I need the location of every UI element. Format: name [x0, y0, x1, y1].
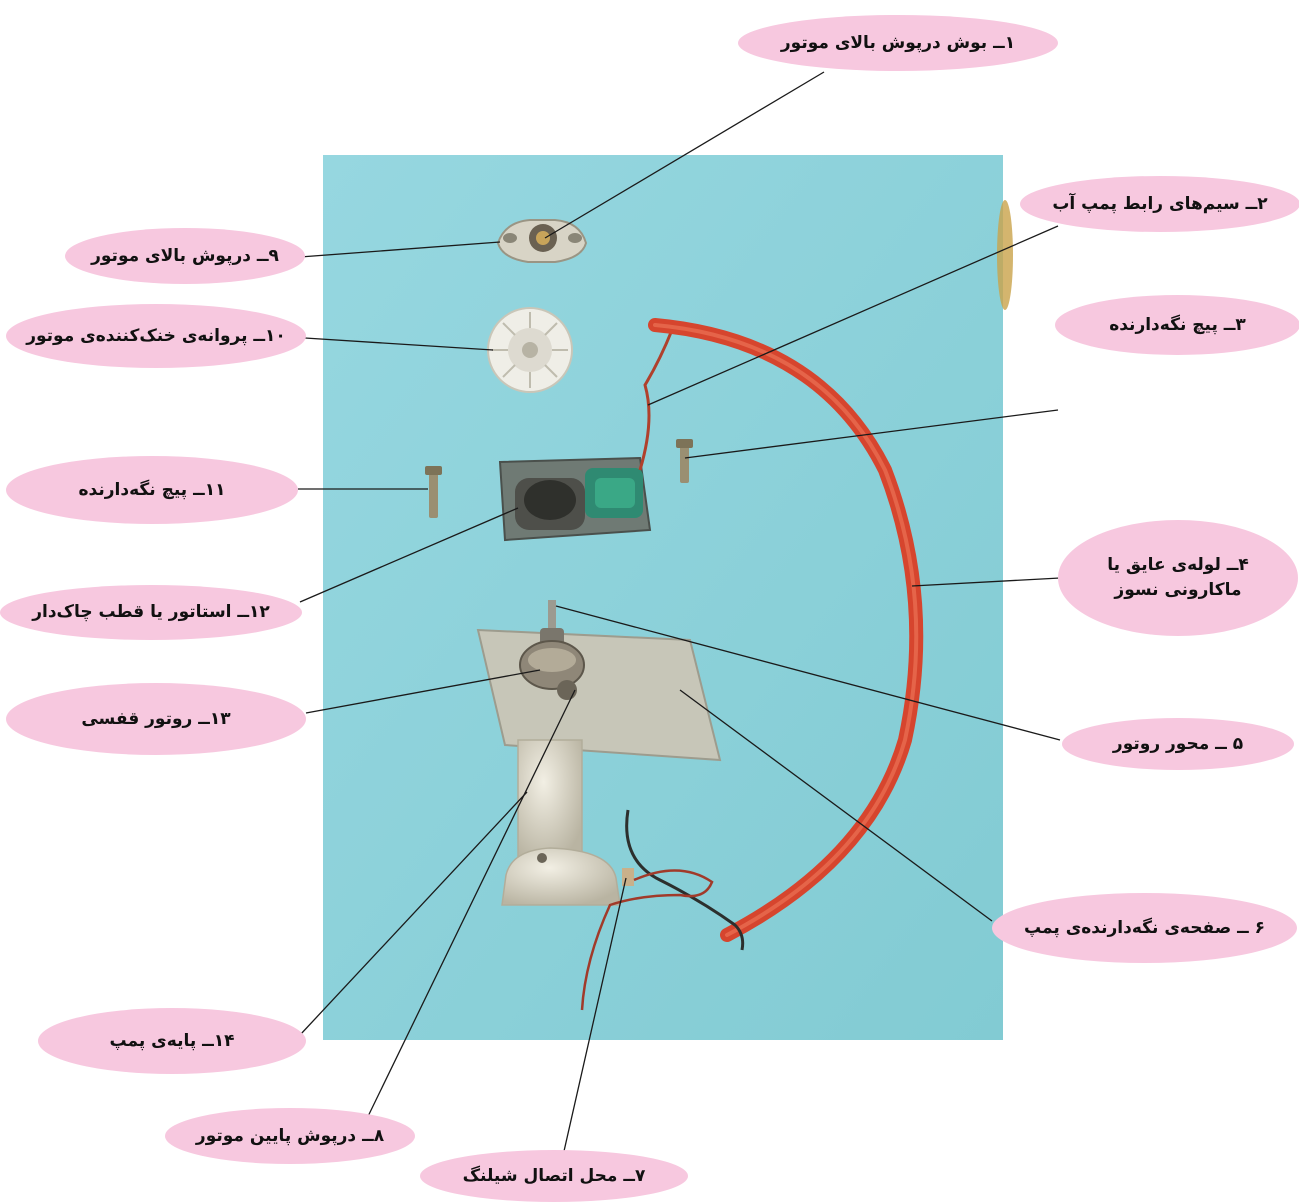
label-pump-wires: ۲ــ سیم‌های رابط پمپ آب: [1020, 176, 1299, 232]
label-insulation-tube: ۴ــ لوله‌ی عایق یا ماکارونی نسوز: [1058, 520, 1298, 636]
label-mounting-plate: ۶ ــ صفحه‌ی نگه‌دارنده‌ی پمپ: [992, 893, 1297, 963]
stator: [500, 458, 650, 540]
top-cover: [498, 220, 586, 262]
label-left-screw: ۱۱ــ پیچ نگه‌دارنده: [6, 456, 298, 524]
label-top-cover: ۹ــ درپوش بالای موتور: [65, 228, 305, 284]
right-edge-object: [997, 200, 1013, 310]
label-hose-connection: ۷ــ محل اتصال شیلنگ: [420, 1150, 688, 1202]
label-rotor: ۱۳ــ روتور قفسی: [6, 683, 306, 755]
label-top-bushing: ۱ــ بوش درپوش بالای موتور: [738, 15, 1058, 71]
label-cooling-fan: ۱۰ــ پروانه‌ی خنک‌کننده‌ی موتور: [6, 304, 306, 368]
label-right-screw: ۳ــ پیچ نگه‌دارنده: [1055, 295, 1299, 355]
label-bottom-cover: ۸ــ درپوش پایین موتور: [165, 1108, 415, 1164]
photo-background: [323, 155, 1003, 1040]
label-pump-stand: ۱۴ــ پایه‌ی پمپ: [38, 1008, 306, 1074]
label-rotor-shaft: ۵ ــ محور روتور: [1062, 718, 1294, 770]
label-stator: ۱۲ــ استاتور یا قطب چاک‌دار: [0, 585, 302, 640]
cooling-fan: [488, 308, 572, 392]
mounting-plate: [478, 630, 720, 760]
